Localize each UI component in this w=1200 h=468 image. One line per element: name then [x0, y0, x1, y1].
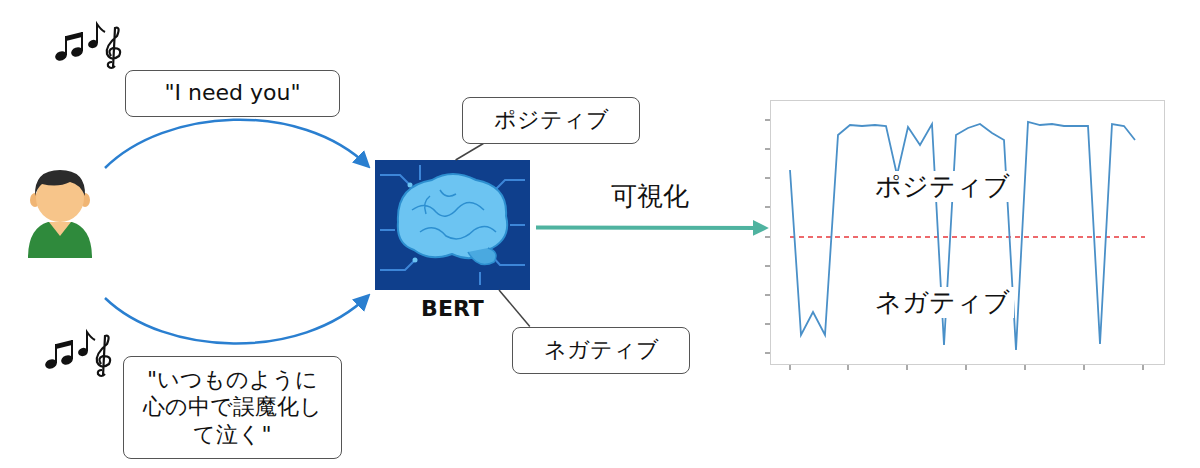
- music-notes: [107, 28, 120, 68]
- callout-box: ポジティブ: [462, 97, 640, 144]
- bert-model: BERT: [375, 160, 530, 290]
- callout-box: ネガティブ: [512, 327, 690, 374]
- speech-bubble: "いつものように 心の中で誤魔化し て泣く": [123, 356, 342, 459]
- music-notes: [66, 32, 82, 55]
- sentiment-chart-plot: [790, 236, 1145, 238]
- brain-chip-image: [412, 190, 496, 239]
- node-text: ポジティブ: [494, 107, 609, 133]
- model-name: BERT: [375, 296, 530, 322]
- brain-chip-image: [380, 165, 525, 285]
- node-text: ネガティブ: [544, 337, 659, 363]
- sentiment-chart-plot: [790, 122, 1135, 350]
- music-notes: [97, 336, 110, 376]
- leader-line: [456, 144, 484, 161]
- edge-label: 可視化: [607, 179, 693, 214]
- brain-chip-image: [375, 160, 530, 290]
- brain-chip-image: [375, 160, 530, 290]
- music-notes: [66, 32, 82, 41]
- brain-chip-image: [413, 258, 418, 263]
- sentiment-chart: ポジティブネガティブ: [770, 100, 1165, 365]
- speech-arrow: [105, 120, 368, 168]
- music-notes: [56, 340, 72, 363]
- person-icon: [28, 222, 92, 258]
- node-text: "I need you": [164, 80, 300, 106]
- music-notes: [44, 332, 110, 376]
- region-label: ネガティブ: [871, 287, 1014, 318]
- speech-bubble: "I need you": [125, 70, 340, 117]
- person-icon: [49, 222, 71, 236]
- music-notes: [54, 24, 120, 68]
- visualize-arrow: [536, 226, 764, 230]
- music-notes: [56, 340, 72, 349]
- sentiment-chart-plot: [790, 365, 1143, 370]
- person-icon: [35, 170, 85, 196]
- sentiment-chart-plot: [765, 120, 1145, 370]
- music-notes: [97, 24, 105, 43]
- music-notes: [87, 332, 95, 351]
- region-label: ポジティブ: [871, 171, 1014, 202]
- brain-chip-image: [398, 174, 507, 258]
- node-text: "いつものように 心の中で誤魔化し て泣く": [132, 366, 333, 449]
- brain-chip-image: [468, 248, 496, 264]
- leader-line: [499, 290, 530, 327]
- person-icon: [28, 170, 92, 258]
- speech-arrow: [105, 296, 368, 344]
